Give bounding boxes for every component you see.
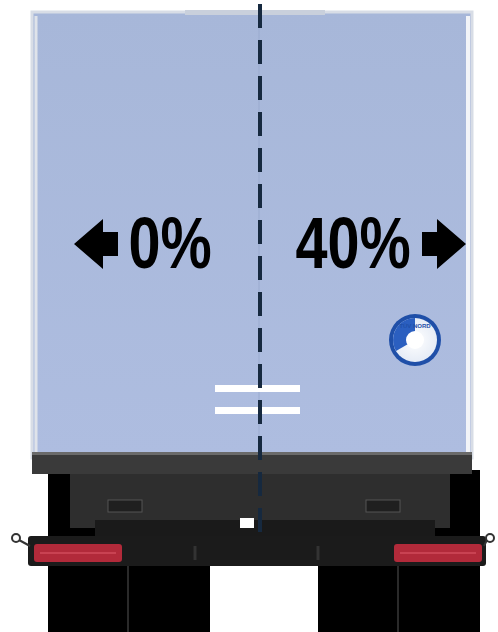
cargo-box [32,12,472,458]
box-floor [32,452,472,474]
door-handle [215,407,300,414]
right-arrow [422,219,466,269]
center-line [258,4,262,540]
tail-light [394,544,482,562]
rear-bumper [28,536,486,566]
certification-badge [389,314,441,366]
door-handle [215,385,300,392]
percentage-label: 0% [128,207,211,279]
percentage-label: 40% [295,207,410,279]
left-arrow [74,219,118,269]
badge-text: TÜV NORD [399,323,430,329]
tail-light [34,544,122,562]
